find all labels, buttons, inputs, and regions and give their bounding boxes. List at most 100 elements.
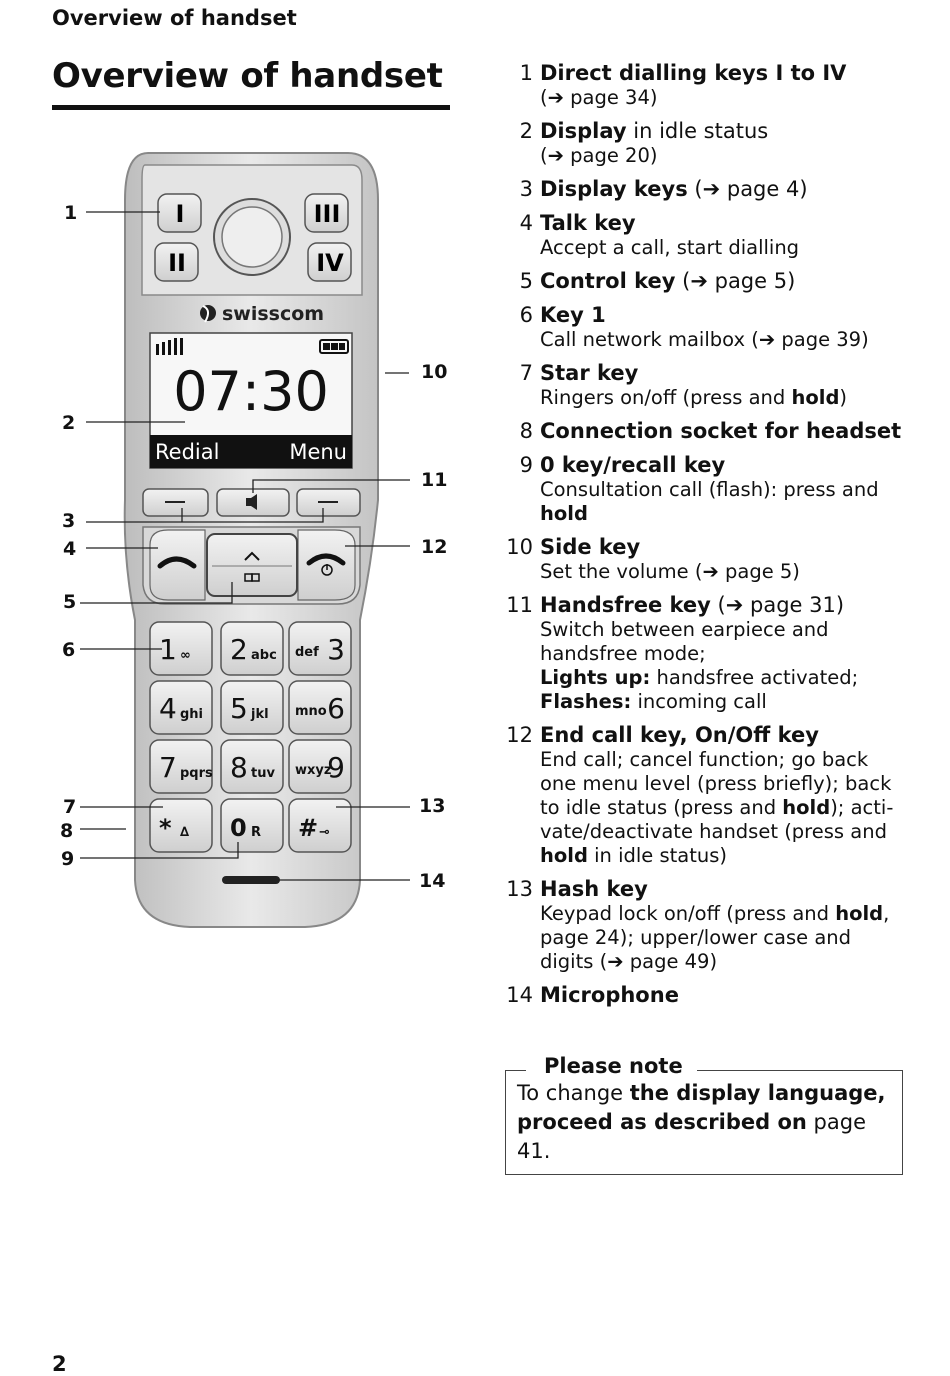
- callout-number-14: 14: [419, 870, 445, 892]
- brand-label: swisscom: [222, 303, 324, 325]
- legend-description: Accept a call, start dialling: [540, 236, 800, 259]
- key-letters: ghi: [180, 707, 203, 722]
- key-letters: ∆: [180, 825, 190, 840]
- legend-title-rest: (➔ page 4): [687, 177, 808, 201]
- key-digit: 3: [327, 633, 345, 666]
- legend-item: 1 Direct dialling keys I to IV(➔ page 34): [503, 60, 903, 110]
- legend-number: 3: [519, 177, 533, 201]
- key-digit: #: [298, 814, 318, 842]
- direct-key-label: II: [168, 249, 186, 277]
- legend-title: Display: [540, 119, 627, 143]
- note-text-bold: the display language, proceed as describ…: [517, 1081, 886, 1134]
- legend-title: Key 1: [540, 303, 606, 327]
- legend-title: End call key, On/Off key: [540, 723, 819, 747]
- softkey-left-label: Redial: [155, 440, 219, 464]
- legend-number: 5: [519, 269, 533, 293]
- legend-number: 14: [506, 983, 533, 1007]
- key-digit: *: [159, 814, 172, 842]
- note-body: To change the display language, proceed …: [517, 1079, 894, 1166]
- legend-number: 12: [506, 723, 533, 747]
- legend-title-rest: (➔ page 5): [675, 269, 796, 293]
- callout-number-1: 1: [64, 202, 77, 224]
- key-digit: 1: [159, 633, 177, 666]
- direct-key-label: IV: [316, 249, 344, 277]
- page-number: 2: [52, 1352, 67, 1376]
- direct-key-3: III: [304, 193, 349, 233]
- title-rule: [52, 105, 450, 110]
- direct-key-2: II: [154, 242, 199, 282]
- key-digit: 8: [230, 751, 248, 784]
- legend-description: Set the volume (➔ page 5): [540, 560, 800, 583]
- legend-item: 5 Control key (➔ page 5): [503, 268, 903, 294]
- key-digit: 2: [230, 633, 248, 666]
- legend-title: Connection socket for headset: [540, 419, 902, 443]
- keypad-key-3: 3 def: [288, 621, 352, 676]
- legend-description: Ringers on/off (press and hold): [540, 386, 848, 409]
- legend-description: End call; cancel function; go back one m…: [540, 748, 894, 867]
- handset-diagram: I III II IV swisscom 07:30 Redial Menu: [60, 152, 447, 928]
- key-digit: 4: [159, 692, 177, 725]
- key-letters: jkl: [250, 707, 269, 722]
- display-time: 07:30: [173, 360, 329, 423]
- swisscom-logo-icon: [200, 305, 216, 323]
- callout-number-6: 6: [62, 639, 75, 661]
- legend-title: Side key: [540, 535, 641, 559]
- legend-title: Display keys: [540, 177, 688, 201]
- legend-title-rest: (➔ page 31): [710, 593, 845, 617]
- page-title: Overview of handset: [52, 56, 443, 96]
- keypad-key-hash: #⊸: [288, 798, 352, 853]
- callout-number-12: 12: [421, 536, 447, 558]
- legend-number: 10: [506, 535, 533, 559]
- legend-description: (➔ page 20): [540, 144, 658, 167]
- legend-description: (➔ page 34): [540, 86, 658, 109]
- callout-number-8: 8: [60, 820, 73, 842]
- direct-key-label: III: [314, 200, 341, 228]
- legend-list: 1 Direct dialling keys I to IV(➔ page 34)…: [503, 60, 903, 1016]
- key-letters: wxyz: [295, 763, 331, 778]
- key-letters: abc: [251, 648, 277, 663]
- key-digit: 6: [327, 692, 345, 725]
- phone-green-icon: [157, 556, 197, 569]
- legend-number: 2: [519, 119, 533, 143]
- legend-title: Direct dialling keys I to IV: [540, 61, 847, 85]
- direct-key-1: I: [157, 193, 202, 233]
- callout-number-10: 10: [421, 361, 447, 383]
- phone-red-icon: [306, 553, 346, 566]
- legend-number: 13: [506, 877, 533, 901]
- key-letters: def: [295, 645, 319, 660]
- key-digit: 0: [230, 814, 247, 842]
- key-digit: 7: [159, 751, 177, 784]
- legend-number: 11: [506, 593, 533, 617]
- signal-icon: [156, 338, 183, 355]
- battery-icon: [319, 339, 349, 354]
- callout-number-5: 5: [63, 591, 76, 613]
- legend-title: 0 key/recall key: [540, 453, 726, 477]
- direct-key-label: I: [176, 200, 185, 228]
- key-digit: 5: [230, 692, 248, 725]
- key-letters: mno: [295, 704, 327, 719]
- legend-number: 1: [519, 61, 533, 85]
- callout-number-3: 3: [62, 510, 75, 532]
- note-box: Please note To change the display langua…: [505, 1054, 903, 1175]
- callout-lines: [80, 211, 410, 881]
- talk-key: [149, 529, 206, 601]
- book-icon: [244, 573, 260, 582]
- callout-number-13: 13: [419, 795, 445, 817]
- key-digit: 9: [327, 751, 345, 784]
- keypad-key-star: *∆: [149, 798, 213, 853]
- note-title: Please note: [526, 1054, 697, 1078]
- running-head: Overview of handset: [52, 6, 297, 30]
- legend-description: Keypad lock on/off (press and hold, page…: [540, 902, 890, 973]
- legend-title: Control key: [540, 269, 676, 293]
